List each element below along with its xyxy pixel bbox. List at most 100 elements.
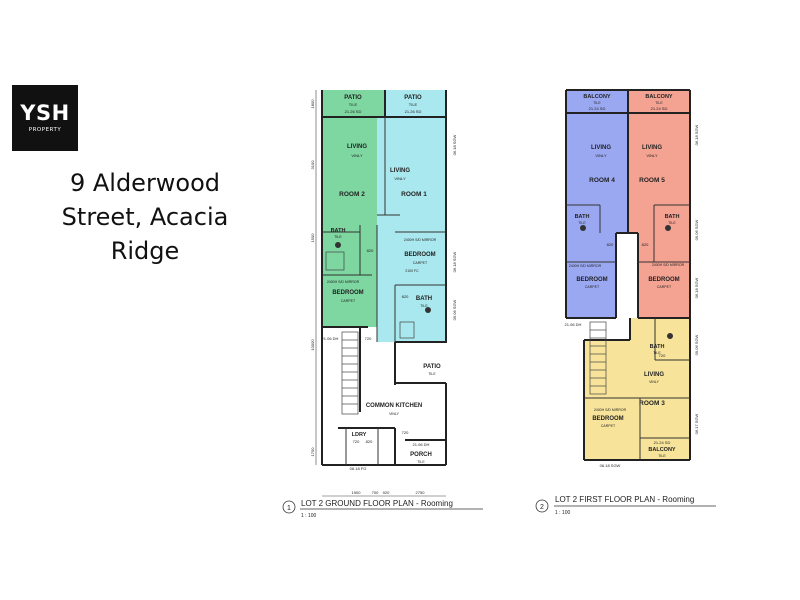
- gf-bath-right-finish: TILE: [420, 304, 428, 308]
- zone-blue: [566, 113, 628, 233]
- gf-living-right-label: LIVING: [390, 168, 410, 174]
- ff-toilet-left: [580, 225, 586, 231]
- ff-bath-rear-finish: TILE: [653, 351, 661, 355]
- gf-swf-1: 06.18 SGW: [452, 134, 457, 155]
- ff-bedroom-rear-finish: CARPET: [601, 424, 616, 428]
- ff-bedroom-right-finish: CARPET: [657, 285, 672, 289]
- gf-caption-circle: [282, 500, 296, 514]
- ff-bath-rear-label: BATH: [650, 344, 665, 350]
- ff-room5-label: ROOM 5: [639, 177, 665, 184]
- ff-balcony-right-level: 21.24 SD: [651, 106, 668, 111]
- gf-patio-right-label: PATIO: [404, 95, 422, 101]
- gf-dim-left-2: 3100: [310, 160, 315, 170]
- ff-living-rear-finish: VINLY: [649, 380, 660, 384]
- ff-toilet-right: [665, 225, 671, 231]
- ff-bath-left-label: BATH: [575, 214, 590, 220]
- gf-door-820-a: 820: [367, 248, 374, 253]
- ff-robe-note-right: 2400H S/D MIRROR: [652, 263, 685, 267]
- ff-living-right-label: LIVING: [642, 145, 662, 151]
- gf-bedroom-right-finish: CARPET: [413, 261, 428, 265]
- address-line-2: Street, Acacia: [61, 203, 229, 231]
- gf-patio-rear-label: PATIO: [423, 364, 441, 370]
- gf-robe-note-right: 2400H S/D MIRROR: [404, 238, 437, 242]
- ff-balcony-right-finish: TILE: [655, 101, 663, 105]
- ground-stairs: [341, 331, 359, 415]
- ground-floor-plan: PATIO TILE 21.26 SD PATIO TILE 21.26 SD …: [282, 90, 483, 519]
- ground-toilet-left: [335, 242, 341, 248]
- ff-living-rear-label: LIVING: [644, 372, 664, 378]
- ff-living-right-finish: VINLY: [646, 153, 658, 158]
- gf-patio-rear-finish: TILE: [428, 372, 436, 376]
- ff-door-820-a: 820: [607, 242, 614, 247]
- gf-patio-left-level: 21.26 SD: [345, 109, 362, 114]
- ff-swf-2: 09.06 SGW: [694, 219, 699, 240]
- ground-shower-left: [325, 251, 345, 271]
- gf-bedroom-left-label: BEDROOM: [332, 290, 363, 296]
- ff-living-left-label: LIVING: [591, 145, 611, 151]
- gf-ldry-label: LDRY: [352, 432, 367, 438]
- zone-cyan-bathgap: [377, 215, 385, 225]
- gf-porch-finish: TILE: [417, 460, 425, 464]
- gf-fc-note: 2100 FC: [405, 269, 419, 273]
- ff-room4-label: ROOM 4: [589, 177, 615, 184]
- ff-caption-title: LOT 2 FIRST FLOOR PLAN - Rooming: [555, 495, 694, 504]
- ff-level-sgw-bottom: 06.18 SGW: [600, 463, 621, 468]
- ff-balcony-right-label: BALCONY: [645, 94, 673, 100]
- gf-patio-right-finish: TILE: [409, 102, 418, 107]
- gf-patio-left-label: PATIO: [344, 95, 362, 101]
- ff-balcony-rear-finish: TILE: [658, 454, 666, 458]
- ff-bath-right-finish: TILE: [668, 221, 676, 225]
- gf-living-left-label: LIVING: [347, 144, 367, 150]
- ff-swf-1: 06.18 SGW: [694, 124, 699, 145]
- gf-room2-label: ROOM 2: [339, 191, 365, 198]
- gf-caption-title: LOT 2 GROUND FLOOR PLAN - Rooming: [301, 499, 453, 508]
- gf-door-720-c: 720: [402, 430, 409, 435]
- gf-dim-left-4: 10000: [310, 339, 315, 351]
- zone-balcony-left: [566, 90, 628, 113]
- gf-level-dh-left: 21.06 DH: [322, 336, 339, 341]
- ff-swf-5: 06.17 SGW: [694, 413, 699, 434]
- gf-swf-3: 09.06 SGW: [452, 299, 457, 320]
- gf-dim-bottom-4: 2750: [416, 490, 426, 495]
- first-floor-stairs: [589, 321, 607, 395]
- first-floor-plan: BALCONY TILE 21.24 SD BALCONY TILE 21.24…: [535, 89, 716, 516]
- zone-salmon: [628, 113, 690, 233]
- ff-room3-label: ROOM 3: [639, 400, 665, 407]
- gf-bath-left-label: BATH: [331, 228, 346, 234]
- ff-balcony-left-label: BALCONY: [583, 94, 611, 100]
- ff-robe-note-rear: 2400H S/D MIRROR: [594, 408, 627, 412]
- gf-dim-left-3: 1500: [310, 233, 315, 243]
- ff-balcony-left-finish: TILE: [593, 101, 601, 105]
- ff-caption-number: 2: [540, 504, 544, 511]
- ff-balcony-left-level: 21.24 SD: [589, 106, 606, 111]
- gf-swf-2: 06.18 SGW: [452, 251, 457, 272]
- ff-balcony-rear-level: 21.24 SD: [654, 440, 671, 445]
- ff-bedroom-left-label: BEDROOM: [576, 277, 607, 283]
- ff-level-dh: 21.06 DH: [565, 322, 582, 327]
- gf-dim-bottom-2: 700: [372, 490, 379, 495]
- gf-door-720-a: 720: [365, 336, 372, 341]
- brand-logo: YSH PROPERTY: [12, 85, 78, 151]
- property-address: 9 Alderwood Street, Acacia Ridge: [40, 166, 250, 268]
- ground-shower-right: [399, 321, 415, 339]
- ff-balcony-rear-label: BALCONY: [648, 447, 676, 453]
- ff-bedroom-right-label: BEDROOM: [648, 277, 679, 283]
- gf-door-720-b: 720: [353, 439, 360, 444]
- gf-caption-number: 1: [287, 505, 291, 512]
- gf-porch-label: PORCH: [410, 452, 432, 458]
- logo-mark: YSH: [20, 101, 70, 125]
- ff-swf-3: 06.18 SGW: [694, 277, 699, 298]
- gf-bath-left-finish: TILE: [334, 235, 342, 239]
- gf-patio-right-level: 21.26 SD: [405, 109, 422, 114]
- gf-bath-right-label: BATH: [416, 296, 432, 302]
- gf-bedroom-right-label: BEDROOM: [404, 252, 435, 258]
- ground-toilet-right: [425, 307, 431, 313]
- ff-bath-left-finish: TILE: [578, 221, 586, 225]
- gf-dimension-bottom: 1900 700 920 2750: [322, 490, 446, 497]
- gf-common-kitchen-finish: VINLY: [389, 412, 400, 416]
- ff-door-820-b: 820: [642, 242, 649, 247]
- gf-dim-bottom-1: 1900: [352, 490, 362, 495]
- ff-caption-circle: [535, 499, 549, 513]
- logo-subtext: PROPERTY: [28, 127, 62, 133]
- ff-living-left-finish: VINLY: [595, 153, 607, 158]
